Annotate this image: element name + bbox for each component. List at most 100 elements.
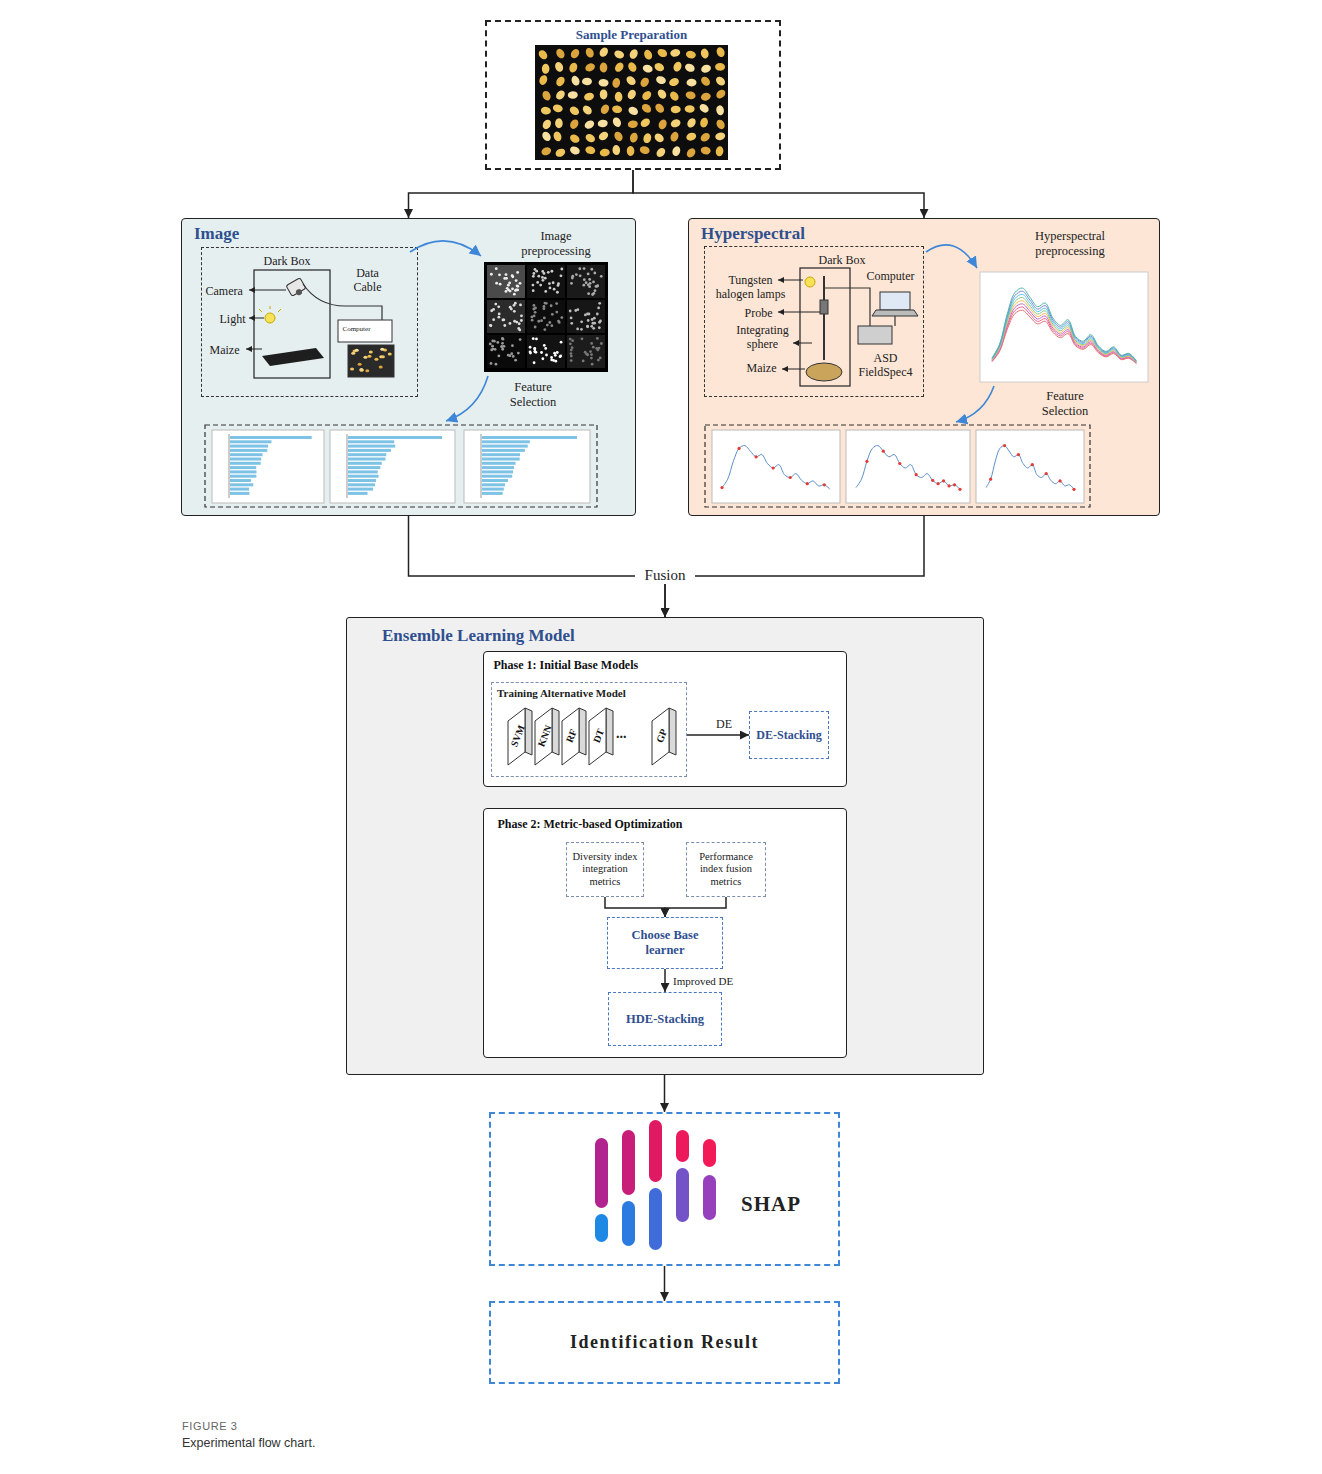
preprocessed-images [583, 278, 586, 281]
preprocessed-images [510, 308, 513, 311]
feature-importance-charts [482, 479, 508, 482]
preprocessed-images [512, 355, 515, 358]
box-heading: Phase 1: Initial Base Models [494, 658, 639, 672]
preprocessed-images [532, 289, 535, 292]
preprocessed-images [542, 279, 545, 282]
preprocessed-images [567, 335, 605, 368]
maize-photo [600, 62, 608, 72]
preprocessed-images [516, 285, 519, 288]
preprocessed-images [596, 349, 599, 352]
maize-photo [554, 147, 566, 158]
preprocessed-images [496, 341, 499, 344]
maize-photo [627, 120, 638, 129]
box-label: HDE-Stacking [626, 1012, 704, 1027]
feature-band-charts [1003, 444, 1006, 447]
preprocessed-images [584, 351, 587, 354]
preprocessed-images [495, 267, 498, 270]
edge-label: Improved DE [673, 975, 733, 988]
preprocessed-images [557, 284, 560, 287]
model-plate: KNN [534, 705, 560, 767]
preprocessed-images [509, 322, 512, 325]
preprocessed-images [558, 321, 561, 324]
spectrum-chart [980, 272, 1148, 382]
maize-photo [597, 130, 610, 142]
spectrum-chart [992, 304, 1136, 363]
preprocessed-images [551, 313, 554, 316]
preprocessed-images [595, 347, 598, 350]
maize-photo [583, 92, 595, 102]
preprocessed-images [557, 282, 560, 285]
preprocessed-images [490, 273, 493, 276]
preprocessed-images [529, 350, 532, 353]
maize-photo [584, 47, 595, 59]
preprocessed-images [548, 282, 551, 285]
preprocessed-images [560, 341, 563, 344]
preprocessed-images [502, 319, 505, 322]
feature-importance-charts [230, 466, 256, 469]
camera-setup [351, 352, 355, 355]
maize-photo [640, 102, 653, 114]
spectrum-chart [992, 298, 1136, 363]
preprocessed-images [559, 355, 562, 358]
preprocessed-images [493, 340, 496, 343]
feature-band-charts [1031, 463, 1034, 466]
maize-photo [599, 103, 611, 115]
maize-photo [685, 147, 697, 160]
image-panel: ImageDark BoxData CableCameraLightMaizeC… [181, 218, 636, 516]
preprocessed-images [590, 357, 593, 360]
feature-band-charts [986, 446, 1074, 490]
feature-importance-charts [482, 488, 504, 491]
preprocessed-images [588, 285, 591, 288]
preprocessed-images [587, 319, 590, 322]
preprocessed-images [594, 289, 597, 292]
preprocessed-images [539, 284, 542, 287]
camera-setup [379, 366, 383, 369]
maize-photo [714, 131, 726, 141]
feature-band-charts [947, 484, 950, 487]
preprocessed-images [596, 285, 599, 288]
ellipsis-mark: ... [616, 726, 627, 743]
spectrum-chart [992, 291, 1136, 361]
feature-importance-charts [482, 440, 530, 443]
preprocessed-images [544, 277, 547, 280]
preprocessed-images [543, 344, 546, 347]
preprocessed-images [541, 276, 544, 279]
preprocessed-images [586, 325, 589, 328]
preprocessed-images [550, 359, 553, 362]
preprocessed-images [555, 302, 558, 305]
preprocessed-images [534, 307, 537, 310]
maize-photo [613, 49, 625, 60]
camera-setup [374, 358, 378, 361]
preprocessed-images [490, 309, 493, 312]
preprocessed-images [514, 359, 517, 362]
feature-importance-charts [464, 430, 590, 503]
preprocessed-images [519, 338, 522, 341]
preprocessed-images [592, 280, 595, 283]
preprocessed-images [554, 360, 557, 363]
maize-photo [584, 132, 597, 144]
maize-photo [699, 75, 711, 87]
camera-setup [303, 284, 382, 320]
preprocessed-images [527, 265, 565, 298]
preprocessed-images [517, 327, 520, 330]
camera-setup [350, 368, 354, 371]
maize-photo [642, 63, 654, 74]
feature-importance-charts [205, 425, 597, 507]
feature-importance-charts [348, 462, 382, 465]
preprocessed-images [516, 289, 519, 292]
maize-photo [538, 74, 549, 86]
feature-importance-charts [482, 466, 514, 469]
preprocessed-images [550, 270, 553, 273]
camera-setup [380, 348, 384, 351]
feature-importance-charts [230, 445, 268, 448]
preprocessed-images [535, 270, 538, 273]
preprocessed-images [545, 354, 548, 357]
feature-band-charts [865, 460, 868, 463]
edge-label: DE [704, 717, 744, 731]
preprocessed-images [518, 322, 521, 325]
preprocessed-images [567, 265, 605, 298]
flow-connector [633, 170, 924, 218]
preprocessed-images [507, 284, 510, 287]
preprocessed-images [509, 306, 512, 309]
preprocessed-images [597, 307, 600, 310]
